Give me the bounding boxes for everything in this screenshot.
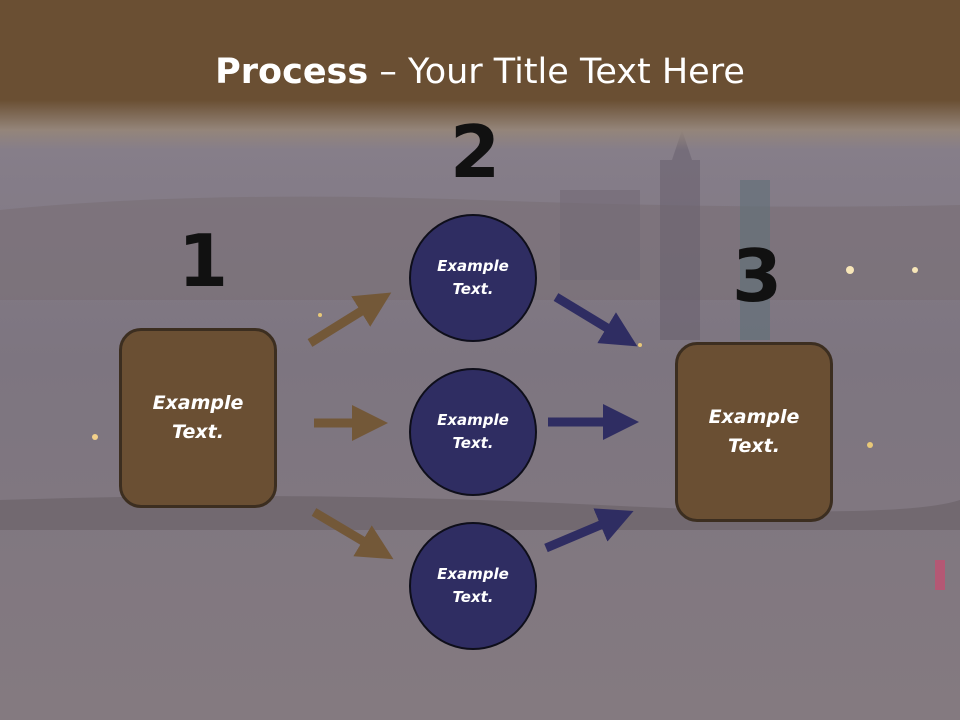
process-circle-middle: Example Text. <box>409 368 537 496</box>
arrow-bottom-to-end <box>544 508 634 553</box>
page-title: Process – Your Title Text Here <box>0 52 960 92</box>
arrow-start-to-top <box>307 292 392 347</box>
title-rest: – Your Title Text Here <box>368 52 745 92</box>
process-box-end: Example Text. <box>675 342 833 522</box>
process-box-start-label: Example Text. <box>152 392 244 443</box>
process-circle-top: Example Text. <box>409 214 537 342</box>
process-box-end-label: Example Text. <box>708 406 800 457</box>
arrow-start-to-bottom <box>311 508 394 560</box>
step-number-2: 2 <box>450 110 501 194</box>
arrow-top-to-end <box>553 293 638 347</box>
title-bold: Process <box>215 52 369 92</box>
process-circle-middle-label: Example Text. <box>437 411 509 452</box>
title-bar <box>0 0 960 150</box>
process-circle-bottom-label: Example Text. <box>437 565 509 606</box>
step-number-3: 3 <box>732 234 783 318</box>
process-circle-top-label: Example Text. <box>437 257 509 298</box>
process-box-start: Example Text. <box>119 328 277 508</box>
process-circle-bottom: Example Text. <box>409 522 537 650</box>
step-number-1: 1 <box>178 219 229 303</box>
